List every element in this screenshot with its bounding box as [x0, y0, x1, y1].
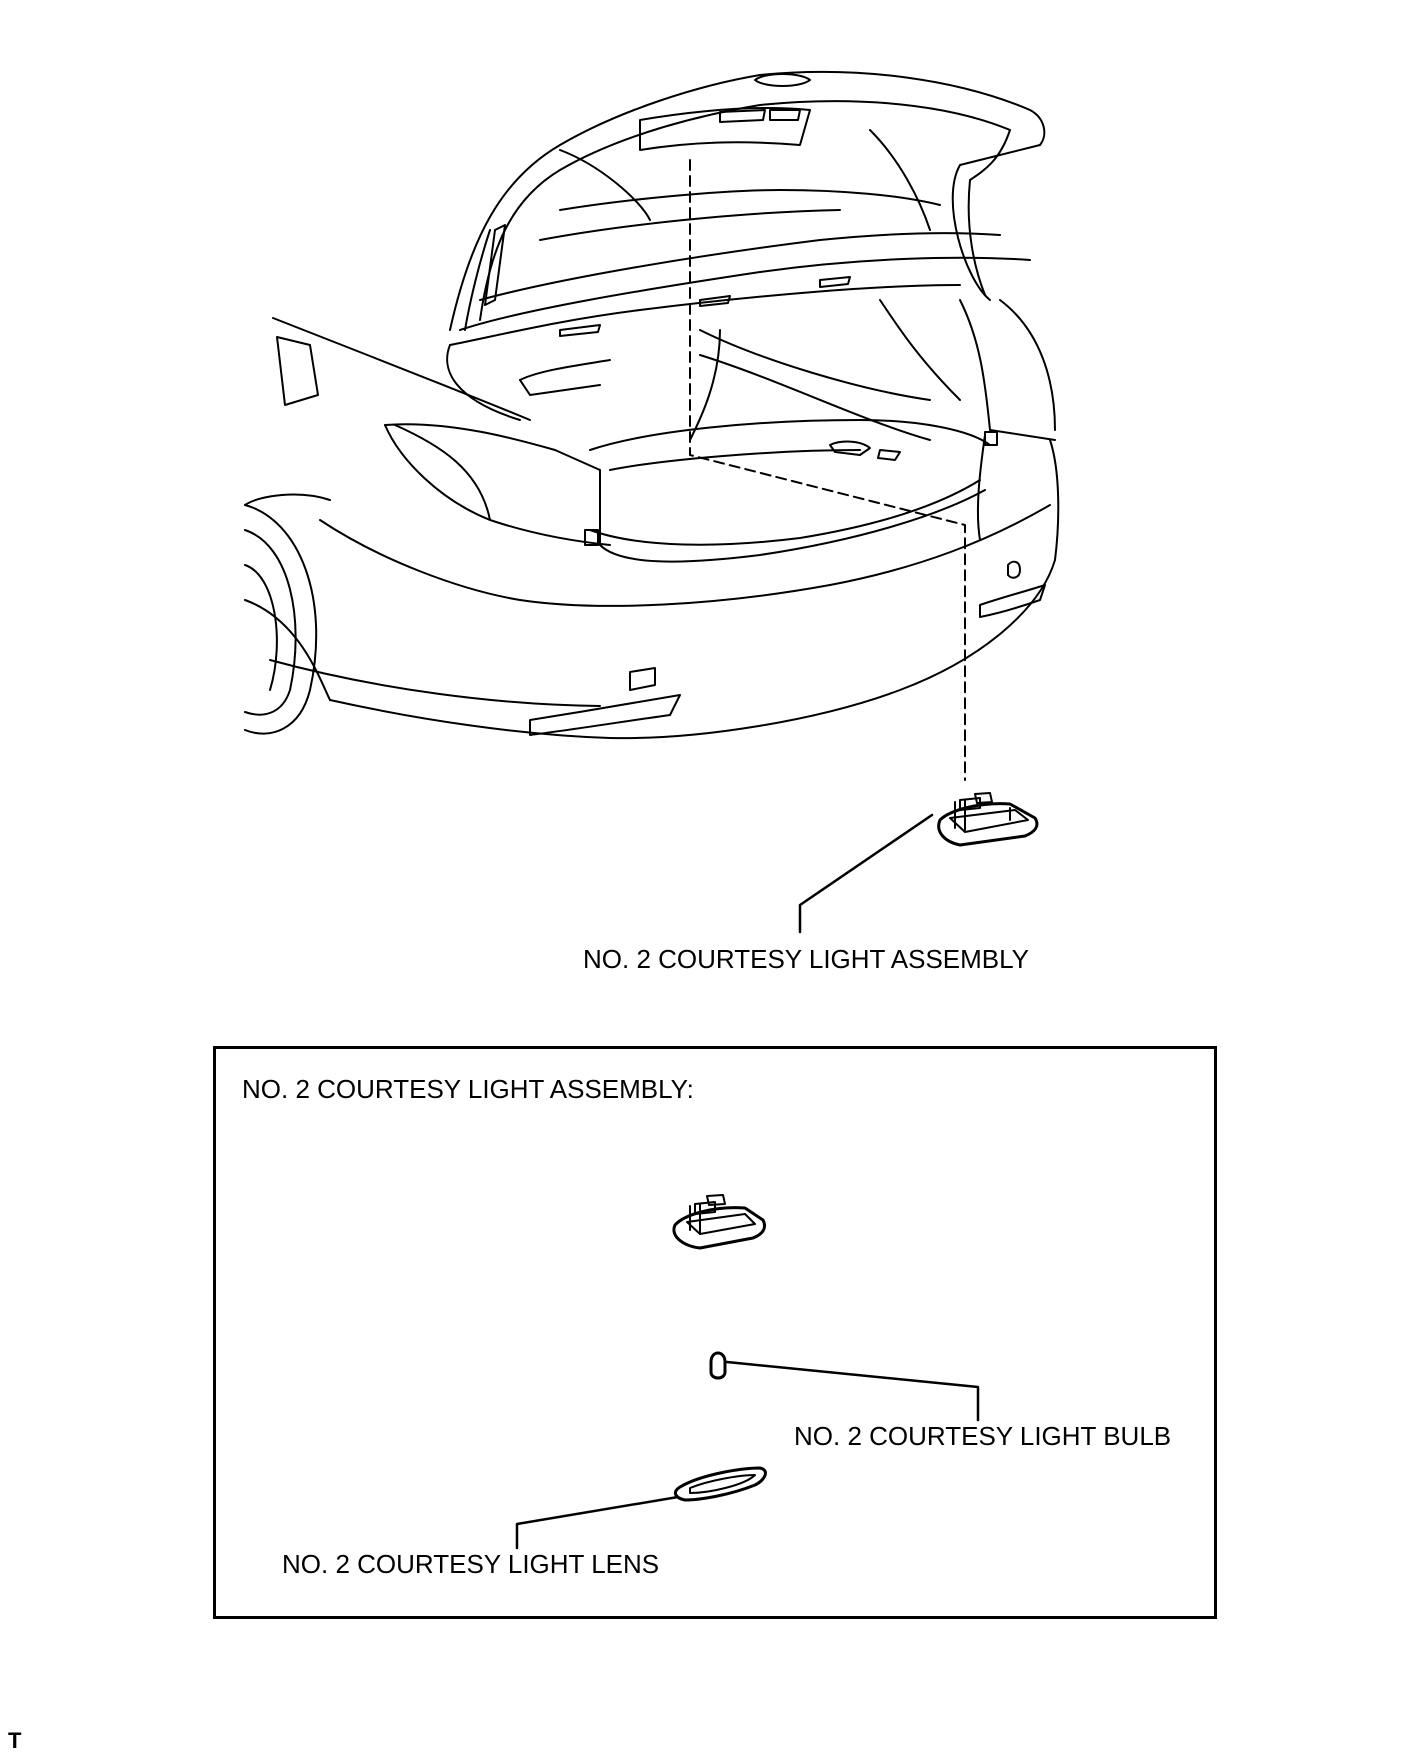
- courtesy-light-assembly-part: [937, 792, 1039, 847]
- rear-wheel: [244, 504, 318, 735]
- lens-part: [673, 1466, 767, 1502]
- assembly-callout-label: NO. 2 COURTESY LIGHT ASSEMBLY: [583, 944, 1029, 974]
- assembly-leader-line: [798, 813, 934, 934]
- detail-assembly-part: [672, 1194, 767, 1250]
- detail-title: NO. 2 COURTESY LIGHT ASSEMBLY:: [242, 1074, 694, 1104]
- car-body: [244, 299, 1060, 740]
- detail-box: [213, 1046, 1217, 1619]
- bulb-callout-label: NO. 2 COURTESY LIGHT BULB: [794, 1421, 1172, 1451]
- bulb-part: [709, 1351, 727, 1380]
- leader-dashed-line: [689, 159, 966, 781]
- trunk-lid: [449, 70, 1046, 337]
- bulb-leader-line: [725, 1360, 980, 1422]
- lens-leader-line: [515, 1495, 680, 1550]
- trunk-opening: [446, 284, 998, 563]
- lens-callout-label: NO. 2 COURTESY LIGHT LENS: [282, 1549, 660, 1579]
- corner-mark: T: [8, 1728, 22, 1753]
